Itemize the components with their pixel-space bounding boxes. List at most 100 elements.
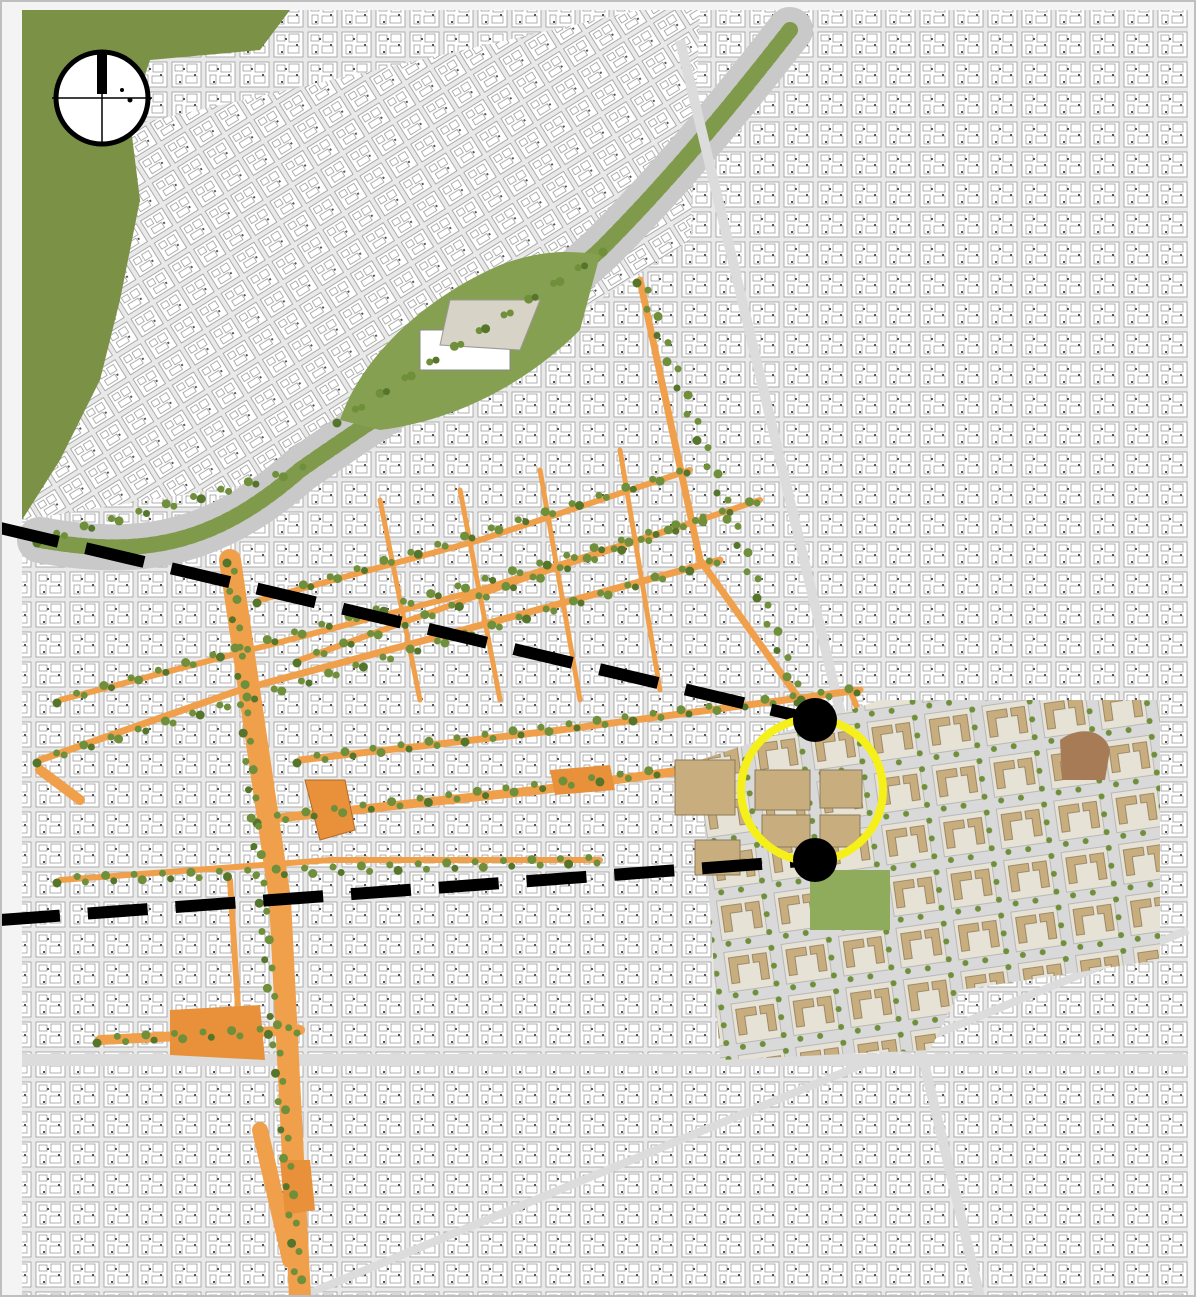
- tree-dot: [433, 742, 441, 749]
- tree-dot: [568, 500, 576, 508]
- tree-dot: [134, 725, 142, 733]
- tree-dot: [581, 262, 589, 270]
- tree-dot: [297, 629, 307, 639]
- tree-dot: [495, 623, 503, 631]
- tree-dot: [189, 661, 197, 669]
- tree-dot: [215, 867, 223, 875]
- tree-dot: [32, 758, 42, 768]
- tree-dot: [500, 857, 507, 865]
- tree-dot: [712, 706, 722, 715]
- tree-dot: [595, 777, 605, 787]
- tree-dot: [598, 546, 606, 554]
- tree-dot: [782, 672, 792, 682]
- tree-dot: [250, 843, 258, 850]
- tree-dot: [433, 637, 441, 645]
- tree-dot: [366, 867, 374, 875]
- tree-dot: [524, 294, 534, 304]
- tree-dot: [494, 525, 504, 535]
- tree-dot: [577, 599, 585, 607]
- tree-dot: [743, 568, 751, 576]
- tree-dot: [692, 436, 702, 445]
- tree-dot: [347, 640, 355, 648]
- tree-dot: [292, 658, 302, 668]
- tree-dot: [568, 596, 578, 606]
- tree-dot: [79, 521, 89, 531]
- tree-dot: [369, 744, 377, 752]
- tree-dot: [649, 475, 657, 483]
- new-development-district: [700, 700, 1160, 1060]
- tree-dot: [134, 675, 144, 685]
- tree-dot: [487, 524, 495, 532]
- tree-dot: [217, 485, 225, 493]
- tree-dot: [653, 311, 663, 321]
- tree-dot: [287, 1238, 297, 1248]
- tree-dot: [442, 858, 452, 868]
- tree-dot: [351, 405, 359, 413]
- tree-dot: [529, 573, 537, 581]
- tree-dot: [703, 463, 711, 471]
- tree-dot: [817, 688, 825, 696]
- urban-blocks-rotated: [22, 10, 700, 520]
- tree-dot: [416, 794, 424, 802]
- tree-dot: [603, 590, 613, 600]
- tree-dot: [223, 872, 232, 882]
- tree-dot: [637, 535, 645, 543]
- tree-dot: [272, 1020, 282, 1030]
- tree-dot: [122, 1038, 130, 1046]
- tree-dot: [674, 365, 682, 373]
- tree-dot: [244, 866, 252, 874]
- tree-dot: [454, 602, 464, 611]
- tree-dot: [517, 731, 525, 739]
- tree-dot: [167, 875, 175, 883]
- tree-dot: [760, 694, 770, 704]
- tree-dot: [113, 1032, 121, 1040]
- tree-dot: [536, 559, 544, 567]
- tree-dot: [434, 540, 442, 548]
- tree-dot: [252, 598, 262, 608]
- north-arrow-icon: [52, 49, 152, 147]
- tree-dot: [621, 482, 631, 492]
- tree-dot: [282, 1183, 290, 1191]
- tree-dot: [223, 703, 231, 711]
- tree-dot: [489, 576, 497, 584]
- tree-dot: [376, 748, 386, 757]
- station-marker-upper: [793, 698, 837, 742]
- tree-dot: [295, 1248, 303, 1255]
- tree-dot: [773, 626, 783, 636]
- tree-dot: [60, 751, 68, 759]
- tree-dot: [539, 785, 547, 793]
- tree-dot: [269, 1041, 277, 1049]
- tree-dot: [248, 765, 258, 775]
- tree-dot: [272, 470, 280, 478]
- tree-dot: [698, 517, 708, 527]
- tree-dot: [356, 861, 366, 871]
- tree-dot: [659, 575, 667, 583]
- tree-dot: [379, 653, 387, 661]
- tree-dot: [713, 559, 721, 567]
- tree-dot: [225, 487, 233, 495]
- tree-dot: [573, 724, 581, 732]
- tree-dot: [367, 805, 375, 813]
- tree-dot: [110, 877, 118, 885]
- tree-dot: [52, 698, 62, 708]
- tree-dot: [130, 870, 138, 878]
- tree-dot: [704, 444, 712, 452]
- tree-dot: [107, 733, 115, 741]
- tree-dot: [549, 510, 557, 518]
- tree-dot: [724, 496, 732, 504]
- tree-dot: [624, 581, 632, 589]
- tree-dot: [784, 654, 792, 662]
- tree-dot: [279, 1153, 288, 1163]
- tree-dot: [501, 581, 511, 591]
- tree-dot: [268, 964, 276, 972]
- tree-dot: [773, 647, 781, 654]
- tree-dot: [196, 494, 206, 504]
- tree-dot: [299, 463, 307, 471]
- tree-dot: [330, 804, 338, 812]
- tree-dot: [271, 864, 281, 874]
- tree-dot: [367, 630, 375, 637]
- tree-dot: [550, 607, 558, 615]
- tree-dot: [516, 569, 524, 577]
- tree-dot: [508, 726, 518, 736]
